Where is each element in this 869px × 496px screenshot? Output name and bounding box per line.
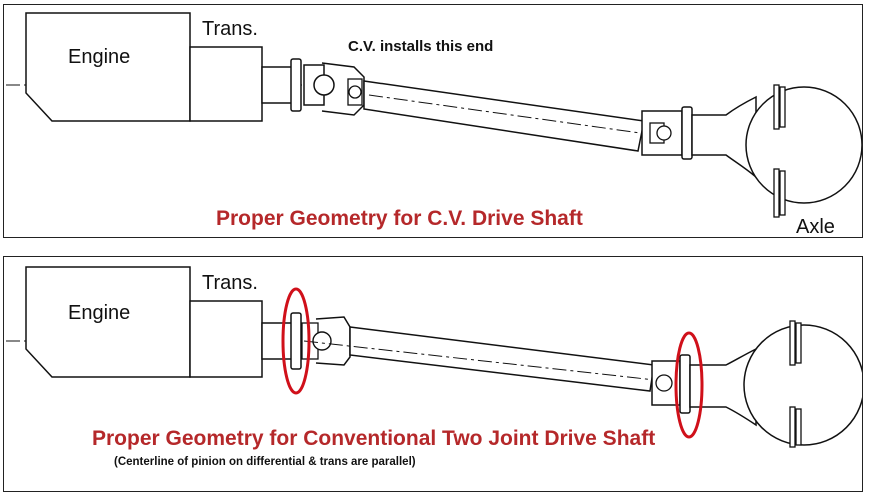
- axle-tube-upper: [773, 84, 780, 130]
- axle-tube-lower-2: [779, 170, 786, 216]
- conventional-subcaption: (Centerline of pinion on differential & …: [114, 456, 416, 468]
- rear-joint-highlight: [674, 331, 704, 439]
- pinion-housing: [689, 347, 757, 427]
- trans-label: Trans.: [202, 272, 258, 294]
- engine-label: Engine: [68, 302, 130, 324]
- drive-shaft: [363, 80, 645, 152]
- rear-u-joint: [641, 106, 693, 160]
- cv-joint: [303, 62, 365, 116]
- axle-tube-lower: [789, 406, 796, 448]
- front-u-joint: [301, 316, 351, 366]
- transmission: [189, 300, 263, 378]
- axle-tube-lower-2: [795, 408, 802, 446]
- conventional-geometry-diagram: Engine Trans. Proper Geometry for C: [6, 266, 862, 468]
- conventional-caption: Proper Geometry for Conventional Two Joi…: [92, 427, 655, 450]
- drive-shaft: [349, 326, 655, 392]
- axle-label: Axle: [796, 216, 835, 237]
- trans-label: Trans.: [202, 18, 258, 40]
- axle-tube-upper-2: [779, 86, 786, 128]
- engine-label: Engine: [68, 46, 130, 68]
- axle-tube-upper: [789, 320, 796, 366]
- differential-housing: [745, 86, 862, 204]
- trans-tailshaft: [261, 322, 293, 360]
- axle-tube-upper-2: [795, 322, 802, 364]
- conventional-geometry-panel: Engine Trans. Proper Geometry for C: [3, 256, 863, 492]
- transmission: [189, 46, 263, 122]
- cv-geometry-panel: Engine Trans.: [3, 4, 863, 238]
- trans-flange: [290, 312, 302, 370]
- rear-u-joint: [651, 354, 691, 414]
- front-joint-highlight: [281, 287, 311, 395]
- engine-block: [25, 266, 191, 378]
- cv-geometry-diagram: Engine Trans.: [6, 12, 862, 237]
- differential-housing: [743, 324, 862, 446]
- axle-tube-lower: [773, 168, 780, 218]
- trans-tailshaft: [261, 66, 293, 104]
- shaft-centerline: [303, 340, 665, 382]
- trans-flange: [290, 58, 302, 112]
- cv-note: C.V. installs this end: [348, 38, 493, 55]
- engine-block: [25, 12, 191, 122]
- cv-caption: Proper Geometry for C.V. Drive Shaft: [216, 207, 583, 230]
